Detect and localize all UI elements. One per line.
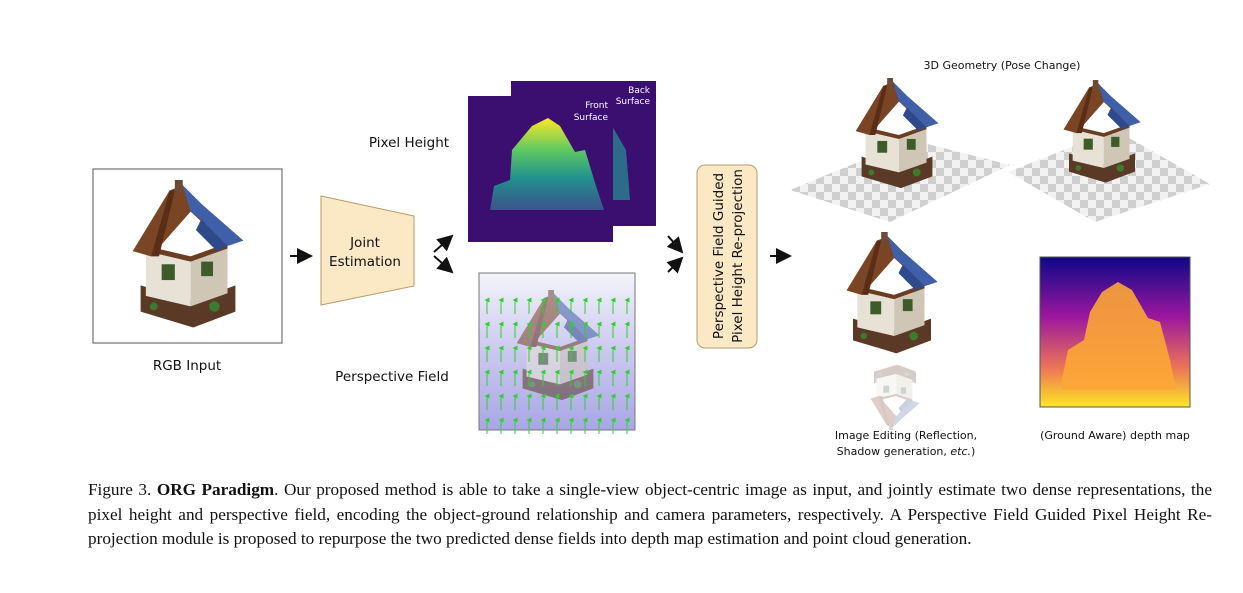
editing-label-2: Shadow generation, etc.) bbox=[837, 445, 976, 458]
pixel-height-label: Pixel Height bbox=[369, 135, 449, 151]
editing-house bbox=[846, 232, 938, 354]
arrow-from-perspective-field bbox=[666, 256, 684, 274]
rgb-input-label: RGB Input bbox=[153, 358, 221, 374]
figure-caption: Figure 3. ORG Paradigm. Our proposed met… bbox=[88, 478, 1212, 552]
arrow-from-pixel-height bbox=[666, 235, 684, 254]
arrow-to-perspective-field bbox=[433, 255, 454, 274]
editing-label-1: Image Editing (Reflection, bbox=[835, 429, 977, 442]
reprojection-label-2: Pixel Height Re-projection bbox=[730, 169, 746, 343]
joint-estimation-label-2: Estimation bbox=[329, 254, 401, 270]
caption-prefix: Figure 3. bbox=[88, 480, 152, 499]
depth-silhouette bbox=[1062, 282, 1176, 390]
geometry-house-right bbox=[1063, 80, 1141, 183]
joint-estimation-label-1: Joint bbox=[349, 235, 380, 251]
geometry-house-left bbox=[855, 78, 939, 189]
geometry-label: 3D Geometry (Pose Change) bbox=[924, 59, 1081, 72]
perspective-field-label: Perspective Field bbox=[335, 369, 449, 385]
front-surface-label-2: Surface bbox=[574, 113, 609, 123]
perspective-up-vectors bbox=[484, 297, 630, 434]
caption-body: . Our proposed method is able to take a … bbox=[88, 480, 1213, 548]
joint-estimation-block bbox=[320, 195, 415, 306]
front-surface-label-1: Front bbox=[585, 101, 608, 111]
back-surface-label-2: Surface bbox=[616, 97, 651, 107]
editing-reflection bbox=[870, 364, 920, 430]
back-surface-label-1: Back bbox=[628, 86, 651, 96]
arrow-to-pixel-height bbox=[433, 234, 454, 253]
reprojection-label-1: Perspective Field Guided bbox=[711, 173, 727, 339]
front-surface-silhouette bbox=[490, 118, 604, 210]
depth-label: (Ground Aware) depth map bbox=[1040, 429, 1190, 442]
reprojection-block bbox=[696, 164, 758, 349]
caption-title: ORG Paradigm bbox=[156, 480, 275, 499]
